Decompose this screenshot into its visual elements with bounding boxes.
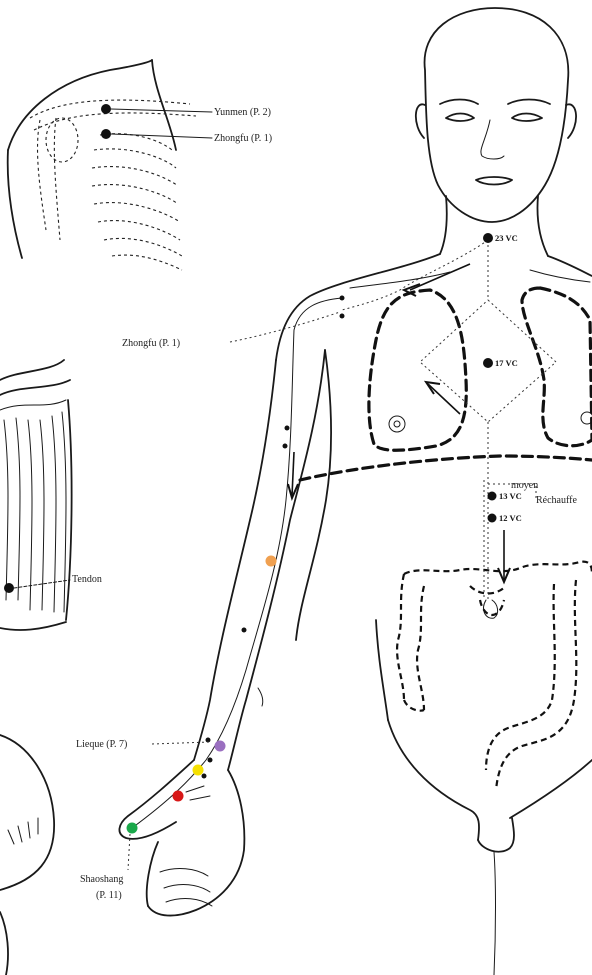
- label-zhongfu-inset: Zhongfu (P. 1): [214, 133, 272, 144]
- colon-transverse: [404, 562, 592, 574]
- point-13vc: [488, 492, 497, 501]
- colon-ascending: [397, 574, 404, 700]
- label-17vc: 17 VC: [495, 358, 518, 368]
- zhongfu-point-inset: [101, 129, 111, 139]
- green-point[interactable]: [127, 823, 138, 834]
- colon-descending: [496, 580, 576, 790]
- lung-meridian-line: [132, 298, 342, 828]
- muscle-inset: Tendon: [0, 360, 102, 630]
- label-rechauffe: Réchauffe: [536, 495, 577, 506]
- point-12vc: [488, 514, 497, 523]
- orange-point[interactable]: [266, 556, 277, 567]
- label-tendon: Tendon: [72, 574, 102, 585]
- yellow-point[interactable]: [193, 765, 204, 776]
- hand-inset: [0, 735, 54, 975]
- label-yunmen: Yunmen (P. 2): [214, 107, 271, 118]
- label-23vc: 23 VC: [495, 233, 518, 243]
- vc-points: 23 VC 17 VC moyen 13 VC Réchauffe 12 VC: [483, 233, 577, 523]
- left-eye: [446, 114, 474, 122]
- left-lung-outline: [369, 290, 466, 450]
- label-shaoshang-code: (P. 11): [96, 890, 122, 901]
- label-13vc: 13 VC: [499, 491, 522, 501]
- right-lung-outline: [522, 288, 592, 446]
- organ-outlines: [300, 288, 592, 790]
- point-23vc: [483, 233, 493, 243]
- nipple: [389, 416, 405, 432]
- left-eyebrow: [440, 100, 478, 105]
- label-12vc: 12 VC: [499, 513, 522, 523]
- label-zhongfu-body: Zhongfu (P. 1): [122, 338, 180, 349]
- mouth: [476, 177, 512, 185]
- right-eye: [512, 114, 542, 122]
- red-point[interactable]: [173, 791, 184, 802]
- yunmen-point: [101, 104, 111, 114]
- colored-points: [127, 556, 277, 834]
- tendon-point: [4, 583, 14, 593]
- head: [425, 8, 569, 222]
- diaphragm-line: [300, 456, 592, 480]
- arm-labels: Zhongfu (P. 1) Lieque (P. 7) Shaoshang (…: [76, 338, 210, 901]
- shoulder-inset: Yunmen (P. 2) Zhongfu (P. 1): [8, 60, 272, 270]
- purple-point[interactable]: [215, 741, 226, 752]
- right-eyebrow: [508, 100, 550, 105]
- label-lieque: Lieque (P. 7): [76, 739, 127, 750]
- label-shaoshang-name: Shaoshang: [80, 874, 123, 885]
- label-moyen: moyen: [511, 480, 538, 491]
- point-17vc: [483, 358, 493, 368]
